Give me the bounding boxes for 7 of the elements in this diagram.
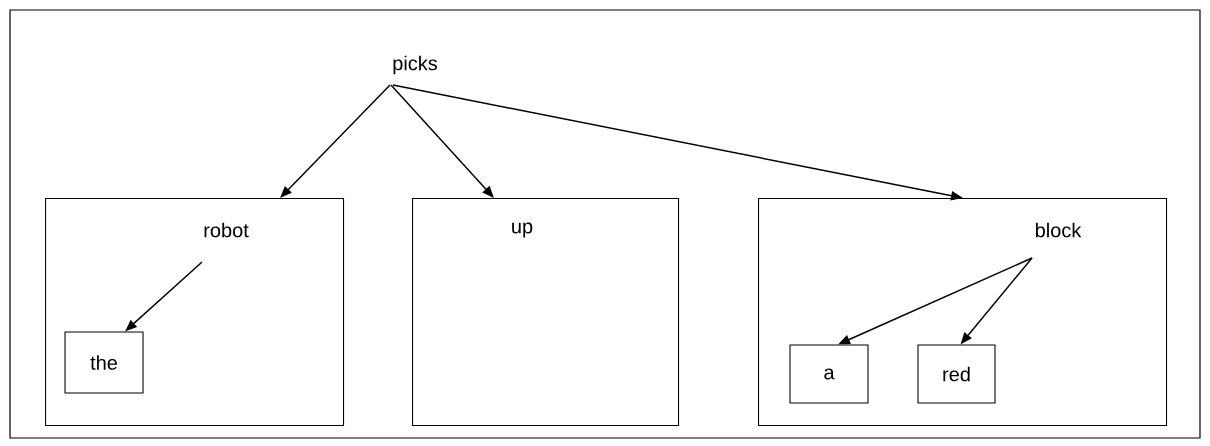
word-box: a	[789, 344, 869, 404]
word-label: picks	[393, 55, 438, 75]
arrow	[390, 84, 494, 198]
container-box: up	[412, 198, 680, 427]
word-box: red	[917, 344, 996, 404]
arrow	[280, 84, 391, 198]
word-box: the	[64, 331, 144, 394]
